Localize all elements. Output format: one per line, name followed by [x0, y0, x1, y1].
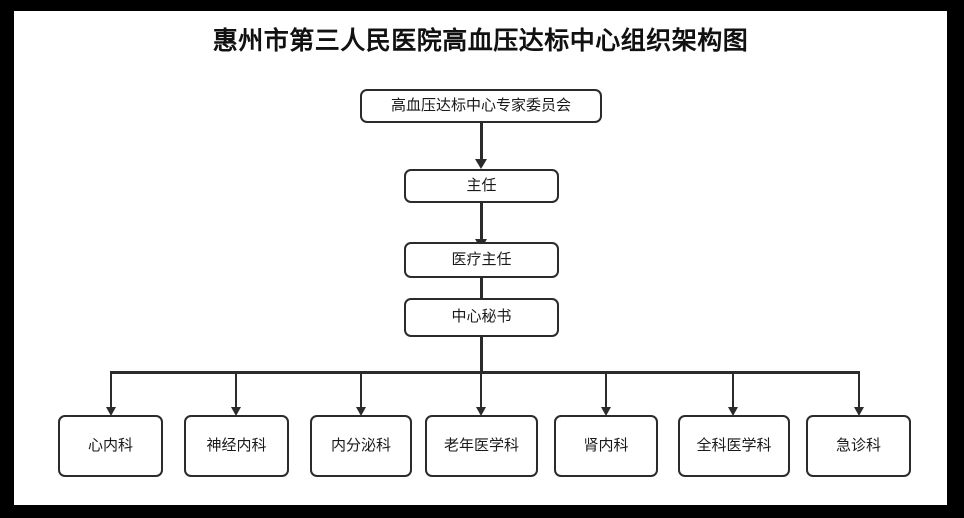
page-title: 惠州市第三人民医院高血压达标中心组织架构图	[212, 28, 749, 55]
node-department-geriatrics[interactable]: 老年医学科	[425, 415, 538, 477]
arrowhead-neurology	[231, 407, 241, 416]
node-department-endocrinology[interactable]: 内分泌科	[310, 415, 412, 477]
node-expert-committee[interactable]: 高血压达标中心专家委员会	[360, 89, 602, 123]
arrowhead-emergency	[854, 407, 864, 416]
connector-drop-emergency	[858, 371, 860, 411]
arrowhead-cardiology	[106, 407, 116, 416]
arrowhead-endocrinology	[356, 407, 366, 416]
connector-drop-neurology	[235, 371, 237, 411]
arrowhead-geriatrics	[476, 407, 486, 416]
arrowhead-general-practice	[728, 407, 738, 416]
connector-committee-to-director	[480, 123, 483, 161]
node-center-secretary[interactable]: 中心秘书	[404, 298, 559, 337]
arrowhead-nephrology	[601, 407, 611, 416]
node-department-neurology[interactable]: 神经内科	[184, 415, 289, 477]
arrowhead-committee-to-director	[475, 159, 487, 169]
node-department-nephrology[interactable]: 肾内科	[554, 415, 658, 477]
node-department-cardiology[interactable]: 心内科	[58, 415, 163, 477]
node-medical-director[interactable]: 医疗主任	[404, 242, 559, 278]
connector-director-to-medical-director	[480, 203, 483, 241]
node-department-general-practice[interactable]: 全科医学科	[678, 415, 790, 477]
connector-drop-endocrinology	[360, 371, 362, 411]
chart-page: 惠州市第三人民医院高血压达标中心组织架构图 高血压达标中心专家委员会 主任 医疗…	[14, 11, 947, 505]
connector-drop-cardiology	[110, 371, 112, 411]
connector-drop-nephrology	[605, 371, 607, 411]
connector-medical-director-to-secretary	[480, 278, 483, 311]
connector-secretary-stem	[480, 337, 483, 373]
node-department-emergency[interactable]: 急诊科	[806, 415, 911, 477]
connector-drop-geriatrics	[480, 371, 482, 411]
connector-department-bus	[110, 371, 860, 374]
connector-drop-general-practice	[732, 371, 734, 411]
node-director[interactable]: 主任	[404, 169, 559, 203]
